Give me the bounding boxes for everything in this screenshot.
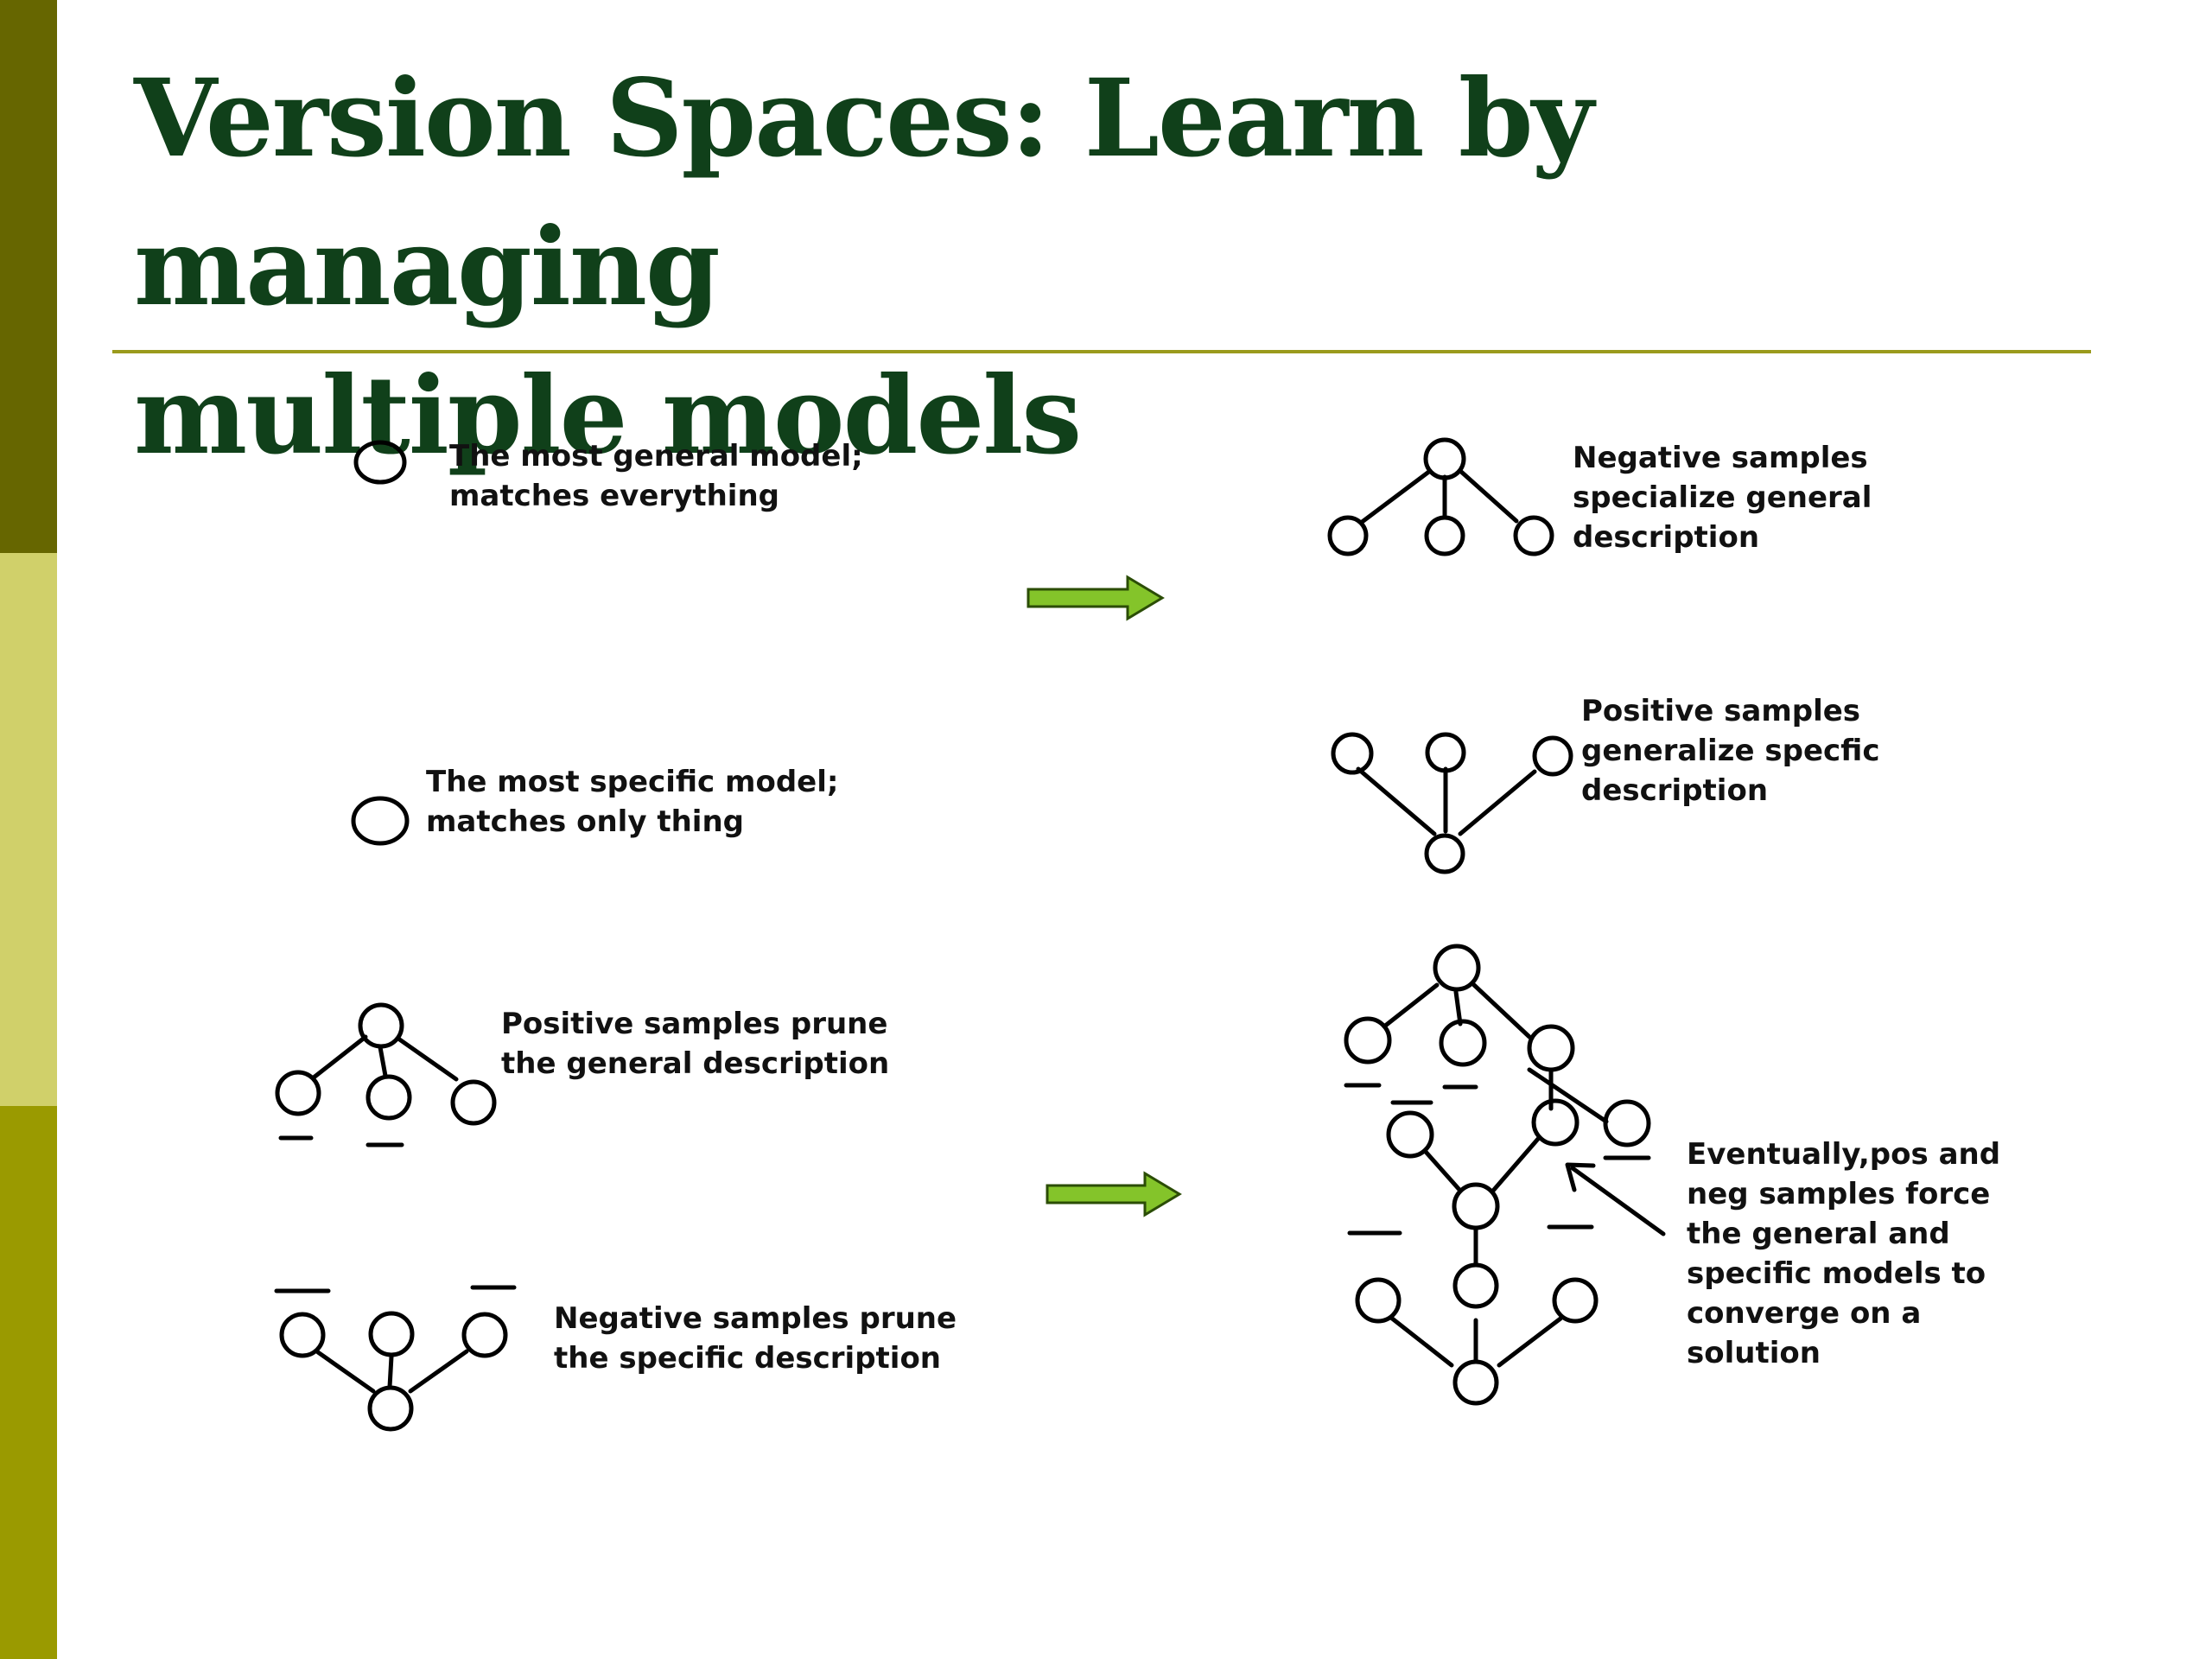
label-specific-model: The most specific model; matches only th… [426, 765, 839, 839]
label-pos-generalize: Positive samples generalize specfic desc… [1581, 694, 1880, 808]
generalized-specific-tree [1331, 732, 1573, 874]
slide-title-line-2: multiple models [134, 353, 1082, 479]
label-neg-prune: Negative samples prune the specific desc… [554, 1301, 957, 1376]
converging-model-tree [1344, 944, 1666, 1406]
neg-prune-tree [274, 1285, 517, 1432]
sidebar-accent [0, 0, 57, 1659]
sidebar-segment-middle [0, 553, 57, 1106]
slide-title: Version Spaces: Learn by managing multip… [134, 45, 2113, 491]
general-model-node [353, 440, 407, 485]
label-pos-prune: Positive samples prune the general descr… [501, 1007, 890, 1081]
label-converge: Eventually,pos and neg samples force the… [1687, 1137, 2001, 1370]
sidebar-segment-bottom [0, 1106, 57, 1659]
title-divider [112, 350, 2091, 353]
label-neg-specialize: Negative samples specialize general desc… [1573, 441, 1872, 555]
transition-arrow-top [1027, 575, 1165, 621]
label-general-model: The most general model; matches everythi… [449, 439, 863, 513]
transition-arrow-bottom [1046, 1171, 1182, 1217]
specialized-general-tree [1327, 437, 1554, 556]
pos-prune-tree [275, 1002, 497, 1147]
sidebar-segment-top [0, 0, 57, 553]
specific-model-node [351, 796, 410, 846]
slide-title-line-1: Version Spaces: Learn by managing [134, 56, 1594, 330]
